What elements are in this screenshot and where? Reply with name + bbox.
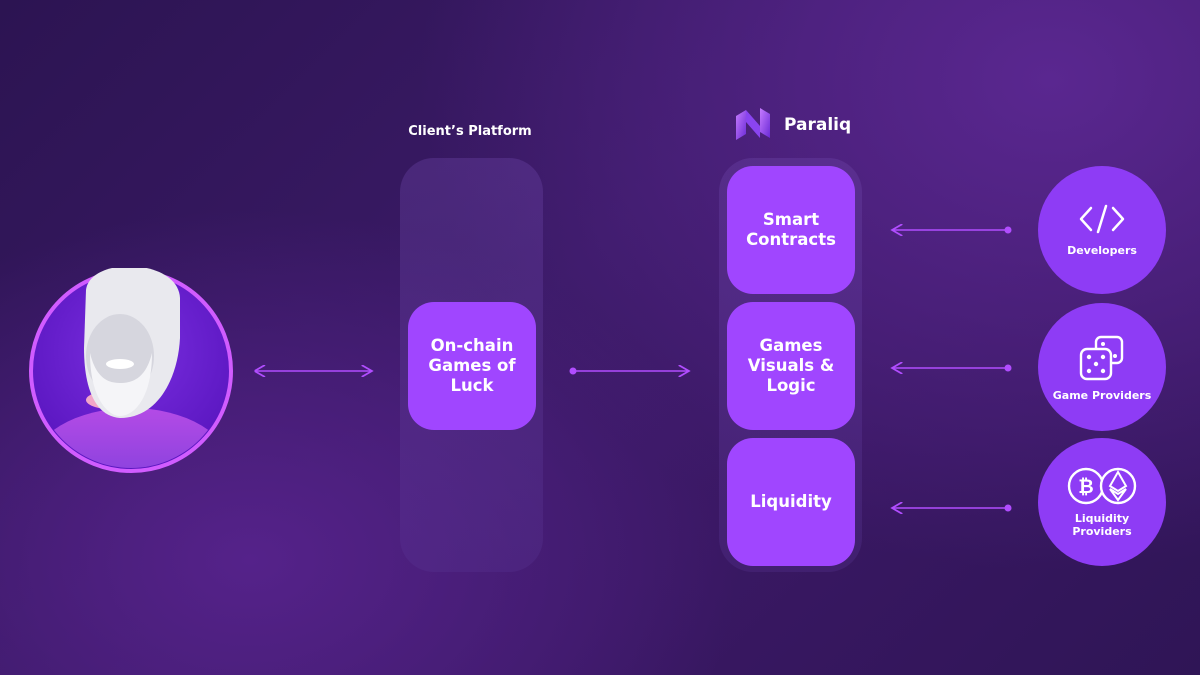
code-icon	[1079, 204, 1125, 233]
liquidity-providers-node: ₿ Liquidity Providers	[1038, 438, 1166, 566]
paraliq-logo	[732, 106, 772, 142]
game-providers-label: Game Providers	[1052, 388, 1152, 402]
client-platform-label: Client’s Platform	[408, 124, 532, 139]
svg-text:₿: ₿	[1078, 476, 1093, 498]
developers-node: Developers	[1038, 166, 1166, 294]
on-chain-games-block: On-chain Games of Luck	[408, 302, 536, 430]
smart-contracts-block: Smart Contracts	[727, 166, 855, 294]
paraliq-logo-icon	[736, 108, 770, 140]
game-providers-node: Game Providers	[1038, 303, 1166, 431]
dice-icon	[1079, 335, 1124, 380]
liquidity-block: Liquidity	[727, 438, 855, 566]
paraliq-brand: Paraliq	[784, 115, 852, 135]
user-avatar	[28, 266, 234, 474]
games-visuals-logic-block: Games Visuals & Logic	[727, 302, 855, 430]
developers-label: Developers	[1067, 243, 1137, 257]
crypto-coins-icon: ₿	[1067, 467, 1137, 505]
liquidity-providers-label: Liquidity Providers	[1072, 512, 1132, 538]
